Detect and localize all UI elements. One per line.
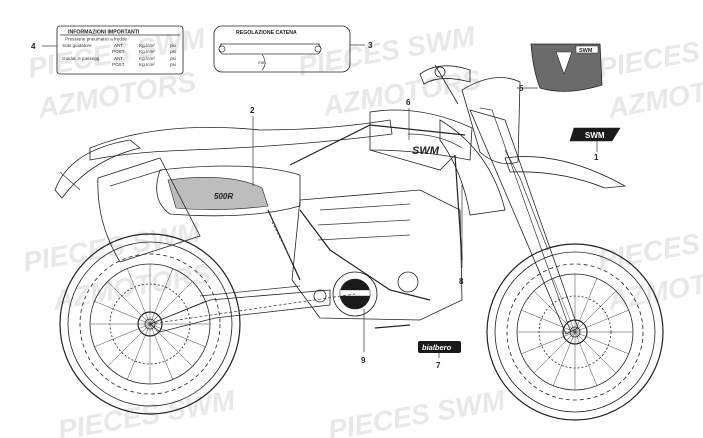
tire-sticker-title: INFORMAZIONI IMPORTANTI bbox=[68, 30, 140, 36]
rear-fender bbox=[54, 139, 141, 199]
rear-shock bbox=[267, 209, 301, 281]
chain-adjustment-sticker: REGOLAZIONE CATENA mm 3 bbox=[213, 25, 373, 73]
unit-kg: Kg./cm² bbox=[139, 62, 155, 67]
fender-decal: SWM 1 bbox=[569, 127, 621, 162]
tire-sticker-outline bbox=[56, 25, 184, 75]
motorcycle-drawing: SWM 500R bbox=[54, 64, 664, 421]
number-plate-decal: SWM 5 bbox=[517, 43, 603, 93]
bialbero-text: bialbero bbox=[422, 343, 452, 352]
seat bbox=[89, 119, 393, 161]
ant-label: ANT. bbox=[114, 56, 124, 61]
callout-number: 9 bbox=[361, 356, 366, 365]
post-label: POST. bbox=[112, 49, 125, 54]
callout-number: 8 bbox=[459, 277, 464, 286]
callouts-on-bike: 2 6 8 9 bbox=[250, 98, 464, 365]
watermark-text: PIECES SWM bbox=[56, 384, 238, 438]
exhaust-silencer bbox=[97, 157, 201, 263]
ant-label: ANT. bbox=[114, 43, 124, 48]
chain-sticker-outline bbox=[213, 25, 351, 73]
row1-label: Solo guidatore bbox=[62, 43, 92, 48]
footpeg bbox=[374, 324, 411, 329]
swingarm bbox=[149, 289, 331, 333]
row2-label: Guidat. e passegg. bbox=[62, 56, 101, 61]
tire-pressure-sticker: INFORMAZIONI IMPORTANTI Pressione pneuma… bbox=[31, 25, 184, 75]
side-panel-decal bbox=[167, 177, 269, 210]
fender-decal-shape bbox=[569, 127, 621, 142]
tank-brand-text: SWM bbox=[412, 145, 440, 157]
unit-kg: Kg./cm² bbox=[139, 49, 155, 54]
watermark-text: PIECES SWM bbox=[326, 384, 508, 438]
radiator-shroud bbox=[439, 119, 506, 216]
fender-brand-text: SWM bbox=[585, 131, 605, 140]
engine bbox=[291, 189, 463, 321]
chain-graphic bbox=[220, 43, 320, 55]
plate-brand-text: SWM bbox=[579, 48, 593, 54]
front-fender bbox=[504, 156, 627, 189]
callout-number: 1 bbox=[594, 153, 599, 162]
unit-kg: Kg./cm² bbox=[139, 56, 155, 61]
unit-psi: psi bbox=[170, 62, 176, 67]
callout-number: 2 bbox=[250, 106, 255, 115]
callout-number: 4 bbox=[31, 42, 36, 51]
callout-number: 5 bbox=[519, 84, 524, 93]
tire-sticker-subtitle: Pressione pneumatici a freddo bbox=[65, 37, 127, 42]
side-panel bbox=[156, 165, 301, 217]
bialbero-decal: bialbero 7 bbox=[418, 341, 461, 370]
side-panel-text: 500R bbox=[214, 192, 233, 201]
watermark-text: PIECES ST bbox=[596, 27, 703, 83]
unit-kg: Kg./cm² bbox=[139, 43, 155, 48]
front-wheel bbox=[486, 243, 664, 421]
callout-number: 7 bbox=[436, 361, 441, 370]
chain-sticker-title: REGOLAZIONE CATENA bbox=[236, 30, 297, 36]
handlebar bbox=[419, 64, 471, 105]
svg-text:mm: mm bbox=[258, 60, 266, 65]
plate-v-cutout bbox=[555, 51, 573, 75]
callout-number: 6 bbox=[406, 98, 411, 107]
unit-psi: psi bbox=[170, 43, 176, 48]
watermark-text: PIECES ST bbox=[596, 219, 703, 275]
front-plate bbox=[461, 77, 521, 165]
bialbero-shape bbox=[418, 341, 461, 353]
unit-psi: psi bbox=[170, 49, 176, 54]
callout-number: 3 bbox=[368, 41, 373, 50]
front-fork bbox=[469, 107, 579, 335]
post-label: POST. bbox=[112, 62, 125, 67]
fuel-tank bbox=[369, 109, 473, 161]
chain bbox=[149, 293, 356, 325]
unit-psi: psi bbox=[170, 56, 176, 61]
